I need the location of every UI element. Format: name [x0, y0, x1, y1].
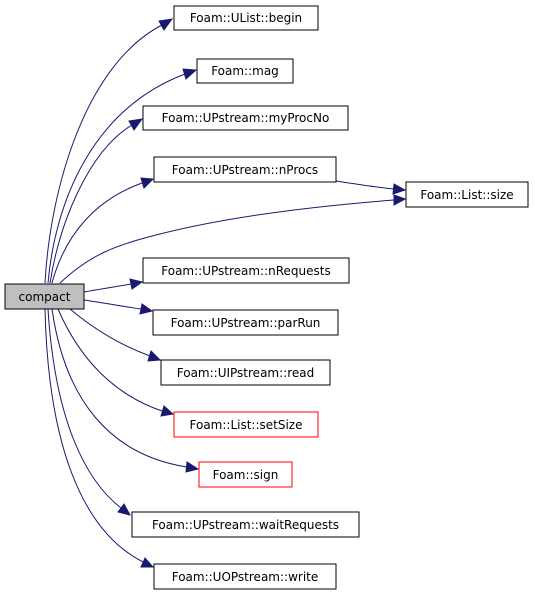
node-myprocno-box [142, 105, 349, 131]
node-parrun-label: Foam::UPstream::parRun [171, 316, 321, 330]
node-waitrequests-label: Foam::UPstream::waitRequests [152, 518, 339, 532]
node-ulist-begin[interactable]: Foam::UList::begin [173, 5, 319, 31]
node-sign[interactable]: Foam::sign [198, 461, 293, 488]
node-list-setsize-box [173, 411, 319, 438]
edge-compact-to-myprocno-arrow [128, 118, 144, 131]
nodes-layer: compact Foam::UList::begin Foam::mag Foa… [4, 5, 529, 590]
node-ulist-begin-box [173, 5, 319, 31]
edge-compact-to-list-size [59, 199, 395, 284]
node-uopstream-write-label: Foam::UOPstream::write [172, 570, 319, 584]
node-mag-label: Foam::mag [211, 64, 279, 78]
node-list-setsize-label: Foam::List::setSize [190, 418, 303, 432]
edge-compact-to-nprocs-arrow [140, 177, 155, 189]
node-nprocs-label: Foam::UPstream::nProcs [172, 163, 318, 177]
node-nrequests-box [142, 257, 350, 284]
node-nrequests[interactable]: Foam::UPstream::nRequests [142, 257, 350, 284]
node-parrun[interactable]: Foam::UPstream::parRun [152, 309, 339, 336]
node-sign-label: Foam::sign [213, 468, 279, 482]
edge-compact-to-uopstream-write [44, 308, 144, 563]
edge-compact-to-ulist-begin-arrow [158, 18, 174, 31]
node-uopstream-write[interactable]: Foam::UOPstream::write [153, 563, 337, 590]
edge-compact-to-sign-arrow [185, 461, 200, 473]
edge-compact-to-sign [51, 308, 188, 468]
edge-compact-to-parrun-arrow [139, 303, 154, 315]
node-compact-label: compact [19, 290, 71, 304]
edge-compact-to-nprocs [51, 182, 143, 284]
edge-compact-to-list-size-arrow [393, 194, 407, 206]
node-nprocs[interactable]: Foam::UPstream::nProcs [153, 156, 337, 183]
edge-compact-to-myprocno [49, 124, 133, 284]
node-mag-box [196, 58, 294, 84]
node-mag[interactable]: Foam::mag [196, 58, 294, 84]
node-waitrequests[interactable]: Foam::UPstream::waitRequests [131, 511, 360, 538]
node-ulist-begin-label: Foam::UList::begin [190, 11, 302, 25]
node-myprocno-label: Foam::UPstream::myProcNo [162, 111, 330, 125]
node-list-size-box [405, 181, 529, 208]
edge-compact-to-ulist-begin [44, 24, 163, 284]
edge-compact-to-list-setsize-arrow [160, 405, 175, 417]
node-nprocs-box [153, 156, 337, 183]
node-waitrequests-box [131, 511, 360, 538]
edge-compact-to-nrequests [83, 283, 132, 293]
node-uipstream-read[interactable]: Foam::UIPstream::read [160, 359, 331, 386]
node-myprocno[interactable]: Foam::UPstream::myProcNo [142, 105, 349, 131]
edge-compact-to-uopstream-write-arrow [140, 557, 155, 568]
node-list-size[interactable]: Foam::List::size [405, 181, 529, 208]
edges-layer [44, 18, 407, 568]
edge-nprocs-to-list-size-arrow [392, 183, 407, 195]
edge-nprocs-to-list-size [335, 180, 395, 190]
edge-compact-to-nrequests-arrow [129, 278, 144, 290]
node-list-size-label: Foam::List::size [420, 188, 513, 202]
edge-compact-to-waitrequests [47, 308, 122, 509]
node-parrun-box [152, 309, 339, 336]
node-uipstream-read-label: Foam::UIPstream::read [177, 366, 314, 380]
node-uopstream-write-box [153, 563, 337, 590]
edge-compact-to-mag-arrow [182, 68, 198, 80]
edge-compact-to-uipstream-read-arrow [147, 350, 162, 362]
node-uipstream-read-box [160, 359, 331, 386]
node-nrequests-label: Foam::UPstream::nRequests [161, 264, 331, 278]
edge-compact-to-mag [47, 73, 186, 284]
edge-compact-to-uipstream-read [69, 308, 151, 357]
node-list-setsize[interactable]: Foam::List::setSize [173, 411, 319, 438]
node-sign-box [198, 461, 293, 488]
edge-compact-to-list-setsize [57, 308, 163, 412]
node-compact[interactable]: compact [4, 283, 85, 310]
node-compact-box [4, 283, 85, 310]
edge-compact-to-parrun [83, 299, 142, 310]
edge-compact-to-waitrequests-arrow [117, 503, 131, 516]
